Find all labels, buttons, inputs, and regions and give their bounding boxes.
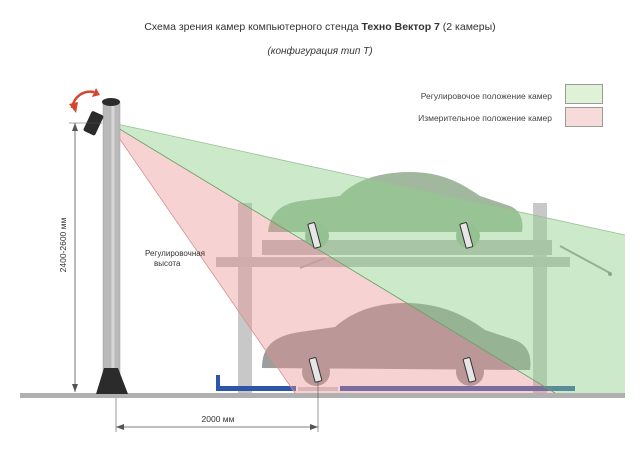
floor-line (20, 393, 625, 398)
distance-arrow-left (116, 424, 124, 430)
upper-car (268, 172, 523, 232)
rail-right (340, 386, 575, 391)
lift-crossbar (216, 257, 570, 267)
lift-post-left (238, 203, 252, 393)
camera-pole (69, 88, 128, 394)
upper-platform-ramp (559, 245, 611, 274)
page-subtitle: (конфигурация тип Т) (267, 46, 373, 57)
upper-platform (262, 240, 552, 255)
rail-left (216, 386, 296, 391)
height-arrow-bottom (72, 384, 78, 392)
legend-adjust-label: Регулировочое положение камер (420, 91, 552, 101)
green-cone-edge-bottom (107, 121, 556, 394)
rotation-arrowhead-left (69, 102, 78, 113)
lower-car (262, 303, 531, 370)
target-upper-front (307, 222, 322, 249)
ramp-tip (608, 272, 612, 276)
page-title: Схема зрения камер компьютерного стенда … (0, 21, 640, 33)
height-arrow-top (72, 123, 78, 131)
distance-arrow-right (310, 424, 318, 430)
target-upper-rear (459, 222, 474, 249)
lift-brace (299, 257, 326, 269)
rotation-arrowhead-right (92, 88, 100, 97)
legend-adjust-swatch (565, 84, 603, 104)
lift-structure (216, 203, 612, 393)
green-view-cone (108, 122, 625, 393)
height-dimension: 2400-2600 мм (58, 122, 102, 392)
red-cone-edge (107, 121, 296, 394)
rail-left-stop (216, 375, 220, 391)
pole-cap (102, 98, 120, 106)
legend-measure-swatch (565, 107, 603, 127)
legend-measure-label: Измерительное положение камер (418, 113, 552, 123)
title-suffix: (2 камеры) (439, 21, 496, 33)
adjust-height-line2: высота (154, 259, 181, 268)
target-lower-front (308, 357, 323, 383)
wheel-targets (307, 222, 477, 383)
title-prefix: Схема зрения камер компьютерного стенда (144, 21, 362, 33)
title-bold: Техно Вектор 7 (361, 21, 440, 33)
height-label: 2400-2600 мм (58, 217, 68, 272)
target-lower-rear (462, 357, 477, 383)
pole-base (96, 368, 128, 394)
green-cone-edge-top (107, 121, 626, 236)
distance-dimension: 2000 мм (115, 382, 319, 432)
adjust-height-line1: Регулировочная (145, 249, 205, 258)
distance-label: 2000 мм (202, 414, 235, 424)
